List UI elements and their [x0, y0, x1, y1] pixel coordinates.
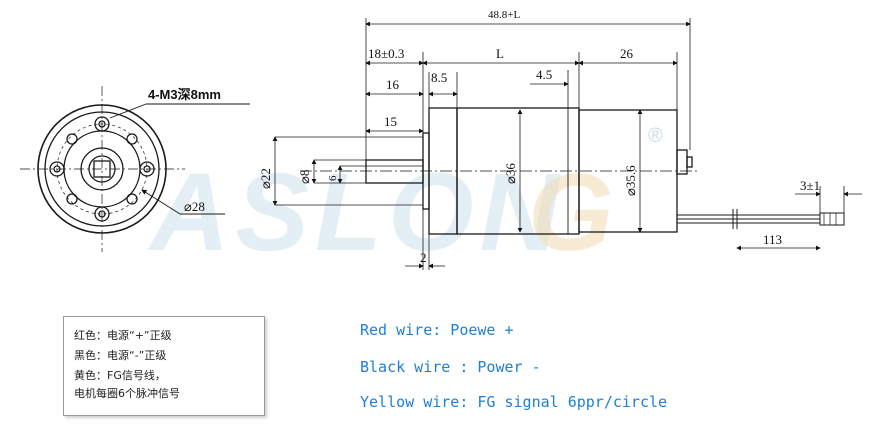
dim-body-length: L — [496, 46, 504, 61]
thread-callout: 4-M3深8mm — [148, 87, 221, 102]
dimension-lines — [272, 18, 862, 270]
dim-dia-22: ⌀22 — [258, 168, 273, 189]
dim-lead-length: 113 — [763, 232, 782, 247]
watermark-tail: G — [528, 151, 620, 274]
technical-drawing: ASLON G ® 4-M3深8mm ⌀28 — [20, 9, 862, 274]
watermark: ASLON G ® — [147, 125, 663, 274]
wire-black-label: Black wire : Power - — [360, 358, 541, 376]
dim-16: 16 — [386, 77, 400, 92]
wire-red-label: Red wire: Poewe + — [360, 321, 514, 339]
note-fg-pulses: 电机每圈6个脉冲信号 — [74, 387, 180, 400]
dim-8-5: 8.5 — [431, 70, 447, 85]
watermark-registered-mark: ® — [648, 125, 663, 147]
dim-15: 15 — [384, 114, 397, 129]
dim-2: 2 — [420, 250, 427, 265]
note-yellow: 黄色：FG信号线， — [74, 369, 166, 382]
watermark-text: ASLON — [147, 151, 565, 274]
dim-rear-length: 26 — [620, 46, 634, 61]
flange-dia-label: ⌀28 — [184, 199, 205, 214]
dim-dia-35-6: ⌀35.6 — [623, 165, 638, 196]
wire-yellow-label: Yellow wire: FG signal 6ppr/circle — [360, 393, 668, 411]
dim-4-5: 4.5 — [536, 67, 552, 82]
wire-notes-box: 红色：电源“+”正级 黑色：电源“-”正级 黄色：FG信号线， 电机每圈6个脉冲… — [63, 316, 265, 416]
note-black: 黑色：电源“-”正级 — [74, 349, 167, 362]
dim-dia-8: ⌀8 — [297, 170, 312, 184]
dim-overall: 48.8+L — [488, 9, 520, 21]
dim-flat-6: 6 — [327, 175, 339, 181]
dim-dia-36: ⌀36 — [503, 163, 518, 184]
dim-front-length: 18±0.3 — [368, 46, 404, 61]
note-red: 红色：电源“+”正级 — [74, 329, 172, 342]
side-view — [300, 107, 845, 235]
front-view — [20, 86, 250, 252]
dim-lead-strip: 3±1 — [800, 178, 820, 193]
